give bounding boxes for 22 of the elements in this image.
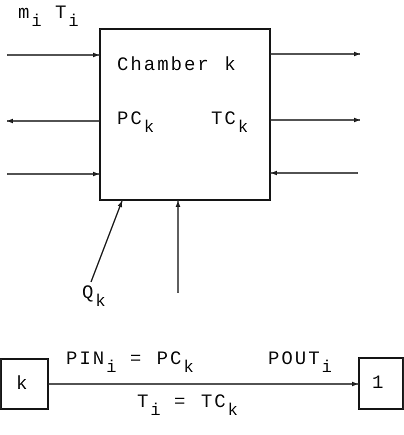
node-box [358,357,404,410]
arrow [271,170,358,176]
chamber-title: Chamber k [117,56,238,75]
pressure-label: PC$_{k}$ [117,110,154,137]
node-label: k [16,375,30,394]
node-box [0,358,49,410]
edge-label: m$_{i}$ T$_{i}$ [18,4,79,31]
arrow [176,201,180,293]
chamber-box [99,28,271,201]
arrow [7,52,99,58]
formula-label: T$_{i}$ = TC$_{k}$ [137,393,238,420]
leader-arrow [90,200,123,282]
arrow [271,118,360,122]
formula-label: POUT$_{i}$ [268,350,332,377]
arrow [7,118,99,124]
node-label: 1 [372,374,386,393]
edge-label: PIN$_{i}$ = PC$_{k}$ [66,350,194,377]
arrow [49,382,358,386]
temperature-label: TC$_{k}$ [211,110,248,137]
arrow [271,52,360,56]
heat-label: Q$_{k}$ [82,284,106,311]
arrow [7,172,99,176]
